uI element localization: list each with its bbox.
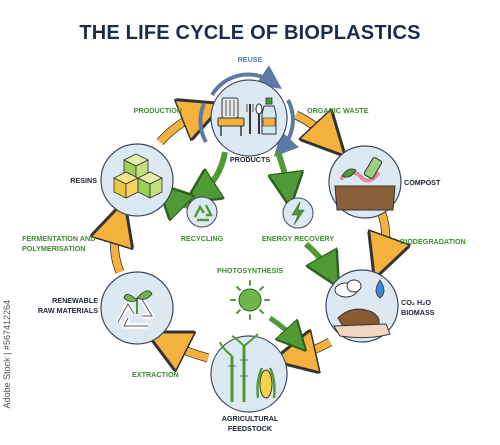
recycle-icon <box>115 294 155 329</box>
label-fermentation-1: FERMENTATION AND <box>22 234 95 243</box>
energy-node <box>282 197 314 229</box>
arrow-production <box>156 112 203 146</box>
label-compost: COMPOST <box>404 178 441 187</box>
arrow-biodegradation <box>381 209 386 258</box>
sugarcane-icon <box>219 333 259 402</box>
label-products: PRODUCTS <box>230 155 271 164</box>
cube-icon <box>113 153 163 199</box>
label-fermentation-2: POLYMERISATION <box>22 244 86 253</box>
recycle-icon <box>193 204 213 222</box>
label-reuse: REUSE <box>238 55 263 64</box>
sun-icon <box>230 280 270 320</box>
arrow-resin-recycle <box>170 196 188 206</box>
soil-hand-icon <box>333 308 391 339</box>
page-title: THE LIFE CYCLE OF BIOPLASTICS <box>79 22 421 44</box>
feedstock-node <box>210 333 288 413</box>
label-recycling: RECYCLING <box>181 234 224 243</box>
sprout-icon <box>123 290 153 314</box>
arrow-organic-waste <box>294 115 330 140</box>
arrow-energy-to-biomass <box>304 241 330 272</box>
watermark-id: Adobe Stock | #567412264 <box>2 300 12 409</box>
arrow-fermentation <box>114 222 120 274</box>
arrow-photosynthesis <box>268 315 296 340</box>
compost-node <box>328 145 402 219</box>
label-organic-waste: ORGANIC WASTE <box>307 106 369 115</box>
chair-icon <box>217 97 245 136</box>
corn-icon <box>256 367 276 399</box>
label-feedstock: FEEDSTOCK <box>228 424 273 433</box>
arrow-energy <box>278 151 288 190</box>
arrow-extraction <box>166 342 210 358</box>
label-biomass-2: BIOMASS <box>401 308 435 317</box>
label-biodegradation: BIODEGRADATION <box>400 237 466 246</box>
biomass-node <box>325 269 399 343</box>
label-photosynthesis: PHOTOSYNTHESIS <box>217 266 283 275</box>
label-extraction: EXTRACTION <box>132 370 179 379</box>
label-renewable-2: RAW MATERIALS <box>38 306 98 315</box>
utensils-icon <box>246 103 263 134</box>
label-production: PRODUCTION <box>134 106 182 115</box>
cloud-icon <box>334 279 362 298</box>
bottle-icon <box>261 97 277 135</box>
label-resins: RESINS <box>70 176 97 185</box>
lightning-icon <box>291 201 305 226</box>
label-energy-recovery: ENERGY RECOVERY <box>262 234 334 243</box>
label-agricultural: AGRICULTURAL <box>222 414 279 423</box>
label-biomass-1: CO₂ H₂O <box>401 298 431 307</box>
arrow-recycling <box>200 151 228 193</box>
reuse-cycle-arrows <box>198 65 299 157</box>
products-node <box>210 79 288 157</box>
water-drop-icon <box>375 279 385 299</box>
bottle-icon <box>363 157 383 179</box>
resins-node <box>100 143 174 217</box>
raw-materials-node <box>100 271 174 345</box>
label-renewable-1: RENEWABLE <box>52 296 98 305</box>
arrow-to-feedstock <box>294 342 333 356</box>
recycling-node <box>186 196 218 228</box>
